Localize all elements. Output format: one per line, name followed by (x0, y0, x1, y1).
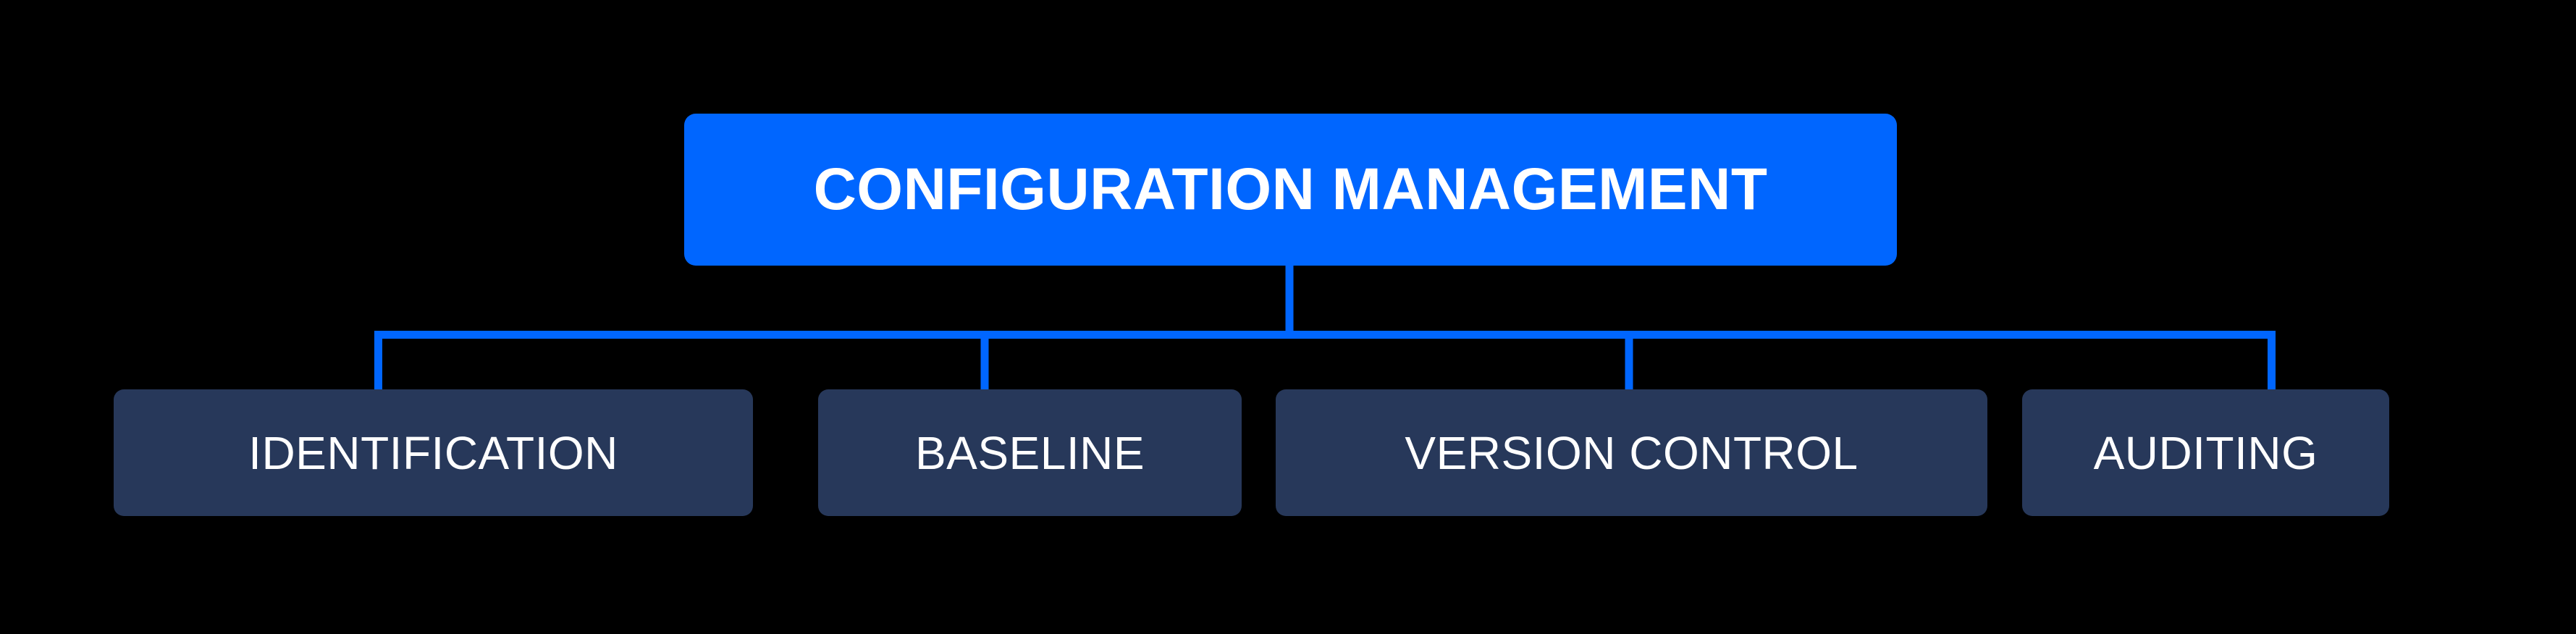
node-auditing[interactable]: AUDITING (2022, 389, 2389, 516)
node-identification[interactable]: IDENTIFICATION (114, 389, 753, 516)
node-label-identification: IDENTIFICATION (248, 426, 618, 479)
node-label-auditing: AUDITING (2093, 426, 2318, 479)
node-label-root: CONFIGURATION MANAGEMENT (813, 156, 1768, 222)
node-label-version-control: VERSION CONTROL (1405, 426, 1859, 479)
node-version-control[interactable]: VERSION CONTROL (1276, 389, 1987, 516)
node-label-baseline: BASELINE (914, 426, 1145, 479)
node-baseline[interactable]: BASELINE (818, 389, 1242, 516)
node-configuration-management[interactable]: CONFIGURATION MANAGEMENT (684, 114, 1897, 266)
